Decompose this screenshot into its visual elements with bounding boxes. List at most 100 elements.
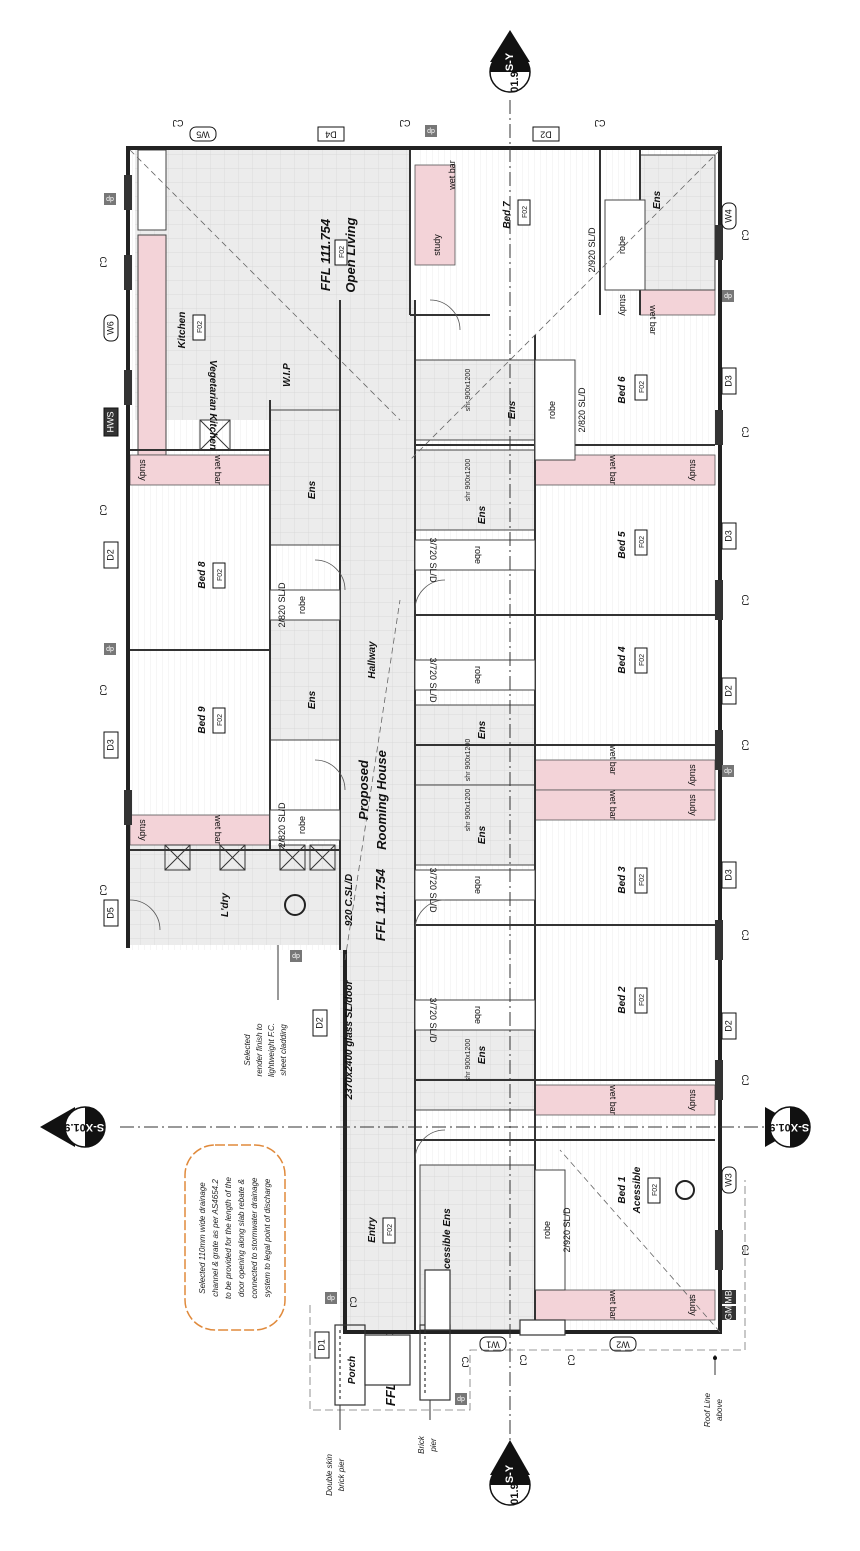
- sl-door-label-3: 3/720 SL/D: [428, 867, 438, 913]
- kitchen-label: Kitchen: [177, 312, 188, 349]
- tag-gm: GM: [723, 1306, 733, 1321]
- robe-label-6: robe: [473, 1006, 483, 1024]
- study-label-7: study: [688, 1294, 698, 1316]
- accessible-ens-label: Accessible Ens: [442, 1208, 453, 1283]
- study-label-1: study: [138, 459, 148, 481]
- wetbar-label-3: wet bar: [608, 454, 618, 485]
- bed6-label: Bed 6: [617, 376, 628, 404]
- opening-tags: W5 D4 D2 W4 W6 HWS D2 D3 D5 D3 D3 D2 D3 …: [103, 126, 737, 1359]
- ens-label-4: Ens: [477, 720, 488, 739]
- code-open-living: F02: [339, 246, 346, 258]
- shower-label-1: shr 900x1200: [465, 369, 472, 412]
- dp-label-6: dp: [327, 1295, 335, 1302]
- laundry-fixtures: [164, 419, 336, 871]
- dp-label-5: dp: [292, 953, 300, 960]
- sx-left-b: 01.9: [64, 1121, 85, 1133]
- hallway-label: Hallway: [367, 641, 378, 679]
- cj-labels: CJ CJ CJ CJ CJ CJ CJ CJ CJ CJ CJ CJ CJ C…: [98, 118, 750, 1368]
- code-bed7: F02: [522, 206, 529, 218]
- cladding-note: Selected render finish to lightweight F.…: [243, 945, 288, 1077]
- grid-axes: [120, 100, 780, 1460]
- robe-label-7: robe: [542, 1221, 552, 1239]
- cladding-line-2: render finish to: [255, 1023, 264, 1076]
- bed9-label: Bed 9: [197, 706, 208, 734]
- bed2-label: Bed 2: [617, 986, 628, 1014]
- sl-door3-label-2: 2/920 SL/D: [562, 1207, 572, 1253]
- open-living-label: Open Living: [343, 217, 358, 292]
- wetbar-label-7: wet bar: [608, 1289, 618, 1320]
- tag-mb: MB: [723, 1290, 733, 1304]
- tag-d4: D4: [325, 130, 337, 140]
- study-label-8: study: [432, 234, 442, 256]
- code-bed3: F02: [639, 874, 646, 886]
- study-label-2: study: [138, 819, 148, 841]
- wetbar-label-9: wet bar: [648, 304, 658, 335]
- roof-line-line-1: Roof Line: [703, 1392, 712, 1427]
- wetbar-label-2: wet bar: [213, 814, 223, 845]
- code-kitchen: F02: [197, 321, 204, 333]
- robe-label-5: robe: [473, 876, 483, 894]
- tag-w3: W3: [723, 1173, 733, 1187]
- room-code-boxes: F02 F02 F02 F02 F02 F02 F02 F02 F02 F02 …: [192, 199, 661, 1244]
- bed7-label: Bed 7: [502, 201, 513, 229]
- double-brick-line-1: Double skin: [325, 1454, 334, 1496]
- kitchen-bench-top: [137, 149, 167, 231]
- sy-bot-a: S-Y: [504, 1464, 516, 1483]
- glass-door-label: 2370x2400 glass SL/door: [344, 979, 355, 1100]
- drainage-line-5: connected to stormwater drainage: [250, 1177, 259, 1299]
- drainage-note: Selected 110mm wide drainage channel & g…: [184, 1144, 286, 1331]
- cladding-line-3: lightweight F.C.: [267, 1023, 276, 1077]
- code-bed8: F02: [217, 569, 224, 581]
- study-label-3: study: [688, 459, 698, 481]
- tag-w2: W2: [616, 1340, 630, 1350]
- cj-15: CJ: [518, 1355, 528, 1366]
- sl-door-label-4: 3/720 SL/D: [428, 997, 438, 1043]
- porch-label: Porch: [347, 1356, 358, 1384]
- grid-marker-sx-right: S-X 01.9: [765, 1106, 811, 1148]
- bed8-label: Bed 8: [197, 561, 208, 589]
- code-entry: F02: [387, 1224, 394, 1236]
- study-label-4: study: [688, 764, 698, 786]
- code-bed9: F02: [217, 714, 224, 726]
- brick-pier-line-2: pier: [429, 1438, 438, 1453]
- roof-diagonals: [129, 149, 721, 1333]
- cj-4: CJ: [98, 257, 108, 268]
- cj-12: CJ: [740, 930, 750, 941]
- cj-7: CJ: [98, 885, 108, 896]
- sl-door2-label-3: 2/820 SL/D: [577, 387, 587, 433]
- tag-d2-entry: D2: [314, 1017, 324, 1029]
- ffl-main-label: FFL 111.754: [373, 868, 388, 941]
- cj-2: CJ: [400, 118, 411, 128]
- cj-8: CJ: [740, 230, 750, 241]
- drainage-line-1: Selected 110mm wide drainage: [198, 1182, 207, 1294]
- cj-1: CJ: [173, 118, 184, 128]
- grid-marker-sy-top: S-Y 01.9: [489, 30, 531, 93]
- ens-label-1: Ens: [307, 480, 318, 499]
- roof-line-dashed: [309, 1180, 746, 1411]
- ffl-living-label: FFL 111.754: [318, 218, 333, 291]
- csl-door-label: 920 C.SL/D: [344, 874, 355, 926]
- code-bed5: F02: [639, 536, 646, 548]
- sy-bot-b: 01.9: [509, 1483, 521, 1504]
- kitchen-bench: [137, 234, 167, 456]
- tag-w6: W6: [105, 321, 115, 335]
- shower-label-2: shr 900x1200: [465, 459, 472, 502]
- tag-d1: D1: [316, 1339, 326, 1351]
- sy-top-b: 01.9: [509, 71, 521, 92]
- wip-label: W.I.P: [282, 363, 293, 387]
- wall-dark-segments: [124, 175, 723, 1270]
- cj-18: CJ: [348, 1297, 358, 1308]
- shower-label-3: shr 900x1200: [465, 739, 472, 782]
- wetbar-label-8: wet bar: [447, 160, 457, 191]
- wetbar-label-5: wet bar: [608, 789, 618, 820]
- cj-17: CJ: [460, 1357, 470, 1368]
- cj-5: CJ: [98, 505, 108, 516]
- cladding-line-4: sheet cladding: [279, 1024, 288, 1076]
- door-swings: [129, 299, 461, 1161]
- tag-d3-left: D3: [105, 739, 115, 751]
- cj-11: CJ: [740, 740, 750, 751]
- room-labels: Open Living FFL 111.754 Kitchen Vegetari…: [138, 160, 698, 1406]
- robe-label-4: robe: [473, 666, 483, 684]
- tag-d2-r1: D2: [723, 685, 733, 697]
